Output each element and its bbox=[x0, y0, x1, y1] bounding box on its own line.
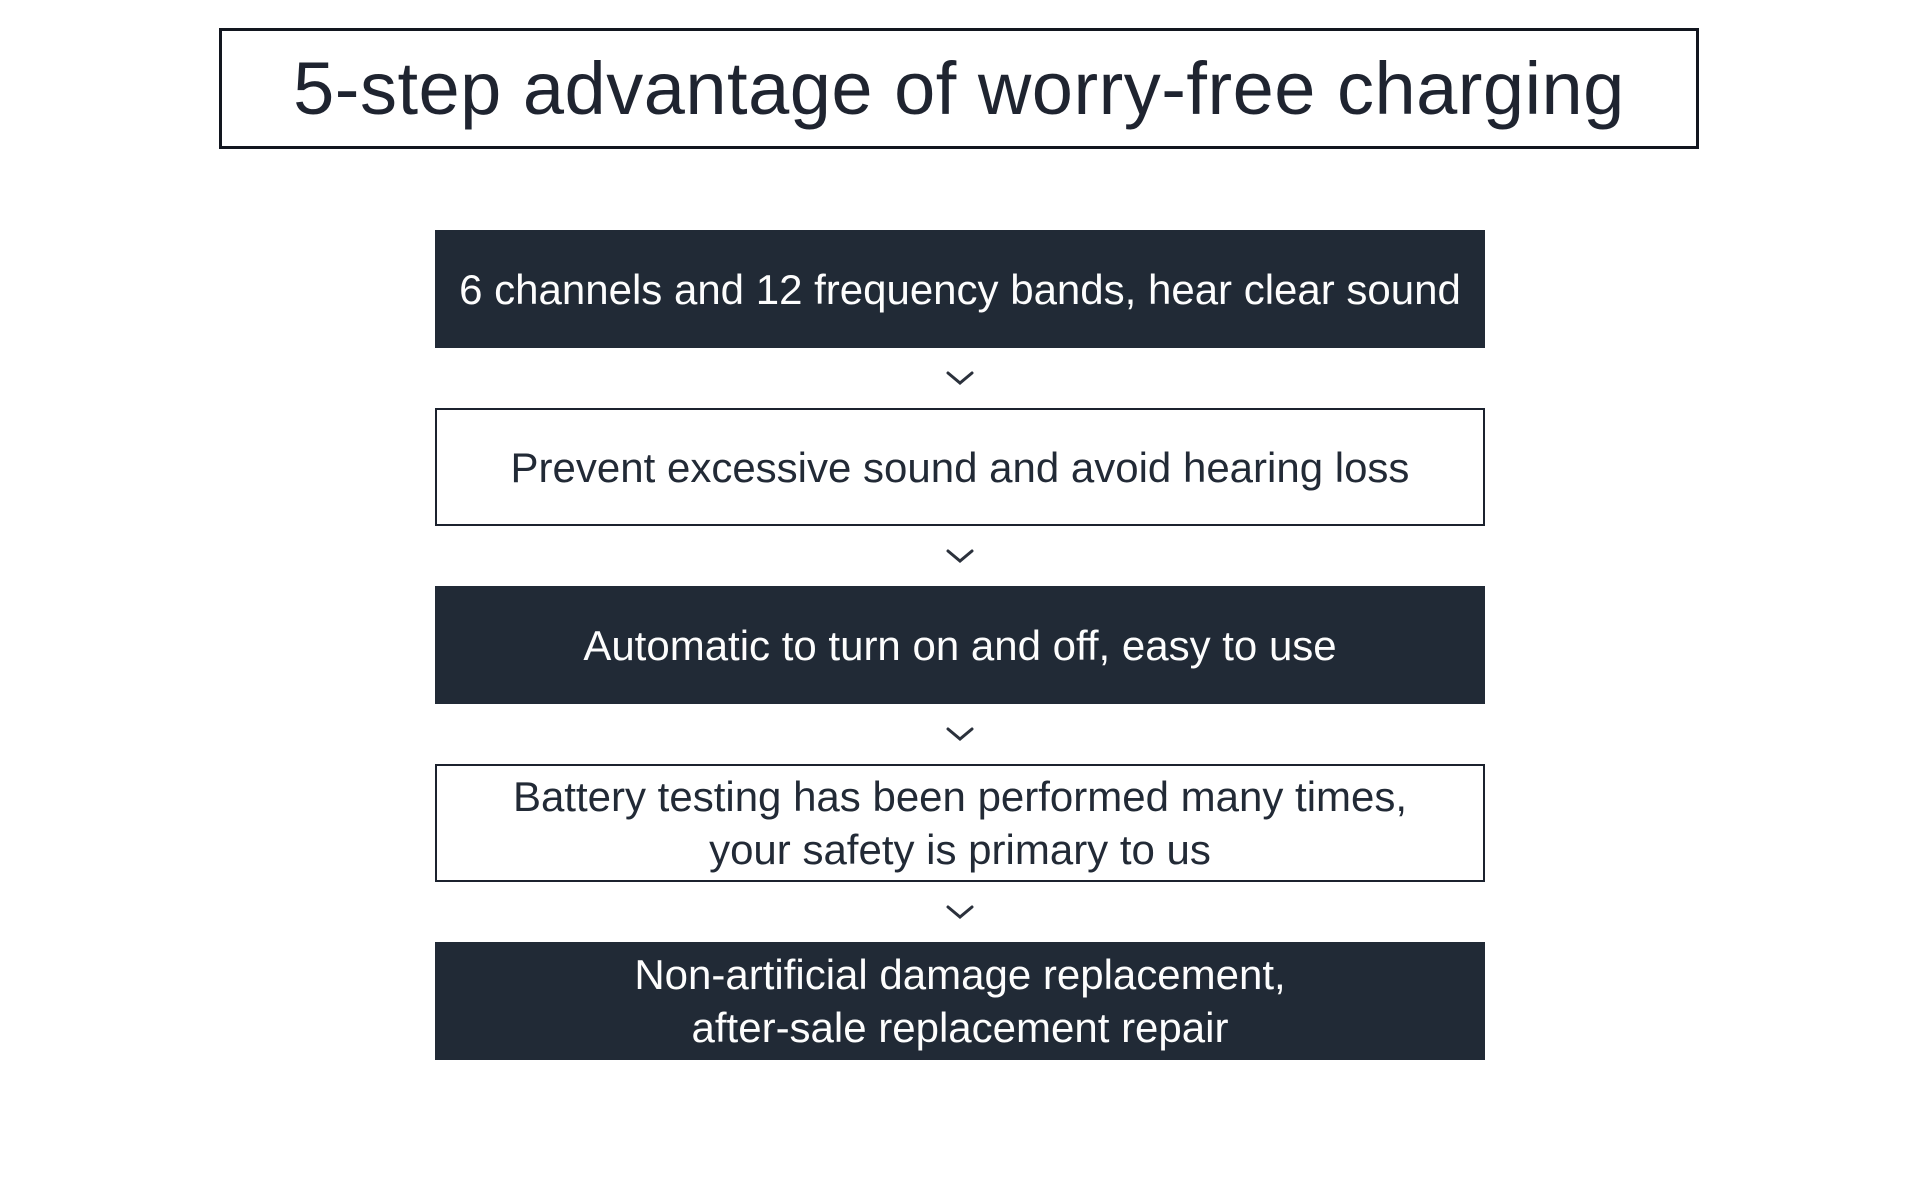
step-text-line: your safety is primary to us bbox=[709, 826, 1211, 873]
step-text-line: 6 channels and 12 frequency bands, hear … bbox=[459, 265, 1461, 313]
step-label-5: Non-artificial damage replacement, after… bbox=[634, 948, 1285, 1054]
step-connector-2 bbox=[435, 526, 1485, 586]
step-label-3: Automatic to turn on and off, easy to us… bbox=[583, 619, 1336, 672]
step-box-4: Battery testing has been performed many … bbox=[435, 764, 1485, 882]
title-box: 5-step advantage of worry-free charging bbox=[219, 28, 1699, 149]
step-box-2: Prevent excessive sound and avoid hearin… bbox=[435, 408, 1485, 526]
chevron-down-icon bbox=[946, 549, 974, 563]
chevron-down-icon bbox=[946, 905, 974, 919]
step-box-1: 6 channels and 12 frequency bands, hear … bbox=[435, 230, 1485, 348]
step-label-4: Battery testing has been performed many … bbox=[513, 770, 1407, 876]
page-title: 5-step advantage of worry-free charging bbox=[293, 47, 1625, 130]
step-text-line: Automatic to turn on and off, easy to us… bbox=[583, 621, 1337, 669]
step-connector-4 bbox=[435, 882, 1485, 942]
chevron-down-icon bbox=[946, 727, 974, 741]
step-connector-3 bbox=[435, 704, 1485, 764]
steps-flow: 6 channels and 12 frequency bands, hear … bbox=[435, 230, 1485, 1060]
step-label-1: 6 channels and 12 frequency bands, hear … bbox=[459, 263, 1461, 316]
step-text-line: Battery testing has been performed many … bbox=[512, 773, 1408, 820]
step-box-5: Non-artificial damage replacement, after… bbox=[435, 942, 1485, 1060]
step-text-line: Prevent excessive sound and avoid hearin… bbox=[510, 443, 1410, 491]
chevron-down-icon bbox=[946, 371, 974, 385]
step-label-2: Prevent excessive sound and avoid hearin… bbox=[511, 441, 1410, 494]
step-text-line: Non-artificial damage replacement, bbox=[634, 951, 1286, 998]
step-text-line: after-sale replacement repair bbox=[691, 1004, 1229, 1051]
step-box-3: Automatic to turn on and off, easy to us… bbox=[435, 586, 1485, 704]
step-connector-1 bbox=[435, 348, 1485, 408]
